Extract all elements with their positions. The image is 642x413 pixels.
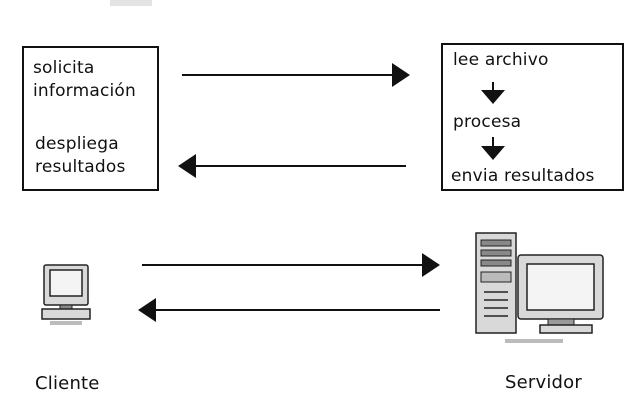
request-arrow (182, 63, 410, 87)
down-arrow-process-to-send (481, 137, 505, 160)
client-to-server-arrow (142, 253, 440, 277)
client-request-line1: solicita (33, 58, 95, 78)
client-display-line1: despliega (35, 134, 119, 154)
response-arrow (178, 154, 406, 178)
server-step-read: lee archivo (453, 50, 549, 70)
server-label: Servidor (505, 372, 582, 393)
down-arrow-read-to-process (481, 82, 505, 104)
client-label: Cliente (35, 373, 100, 394)
image-artifact (110, 0, 152, 6)
client-process-box (22, 46, 159, 191)
client-request-line2: información (33, 81, 136, 101)
client-display-line2: resultados (35, 157, 126, 177)
server-to-client-arrow (138, 298, 440, 322)
server-process-box (441, 43, 624, 191)
server-step-process: procesa (453, 112, 522, 132)
server-step-send: envia resultados (451, 166, 595, 186)
desktop-computer-icon (41, 264, 91, 325)
server-tower-with-monitor-icon (475, 232, 604, 343)
